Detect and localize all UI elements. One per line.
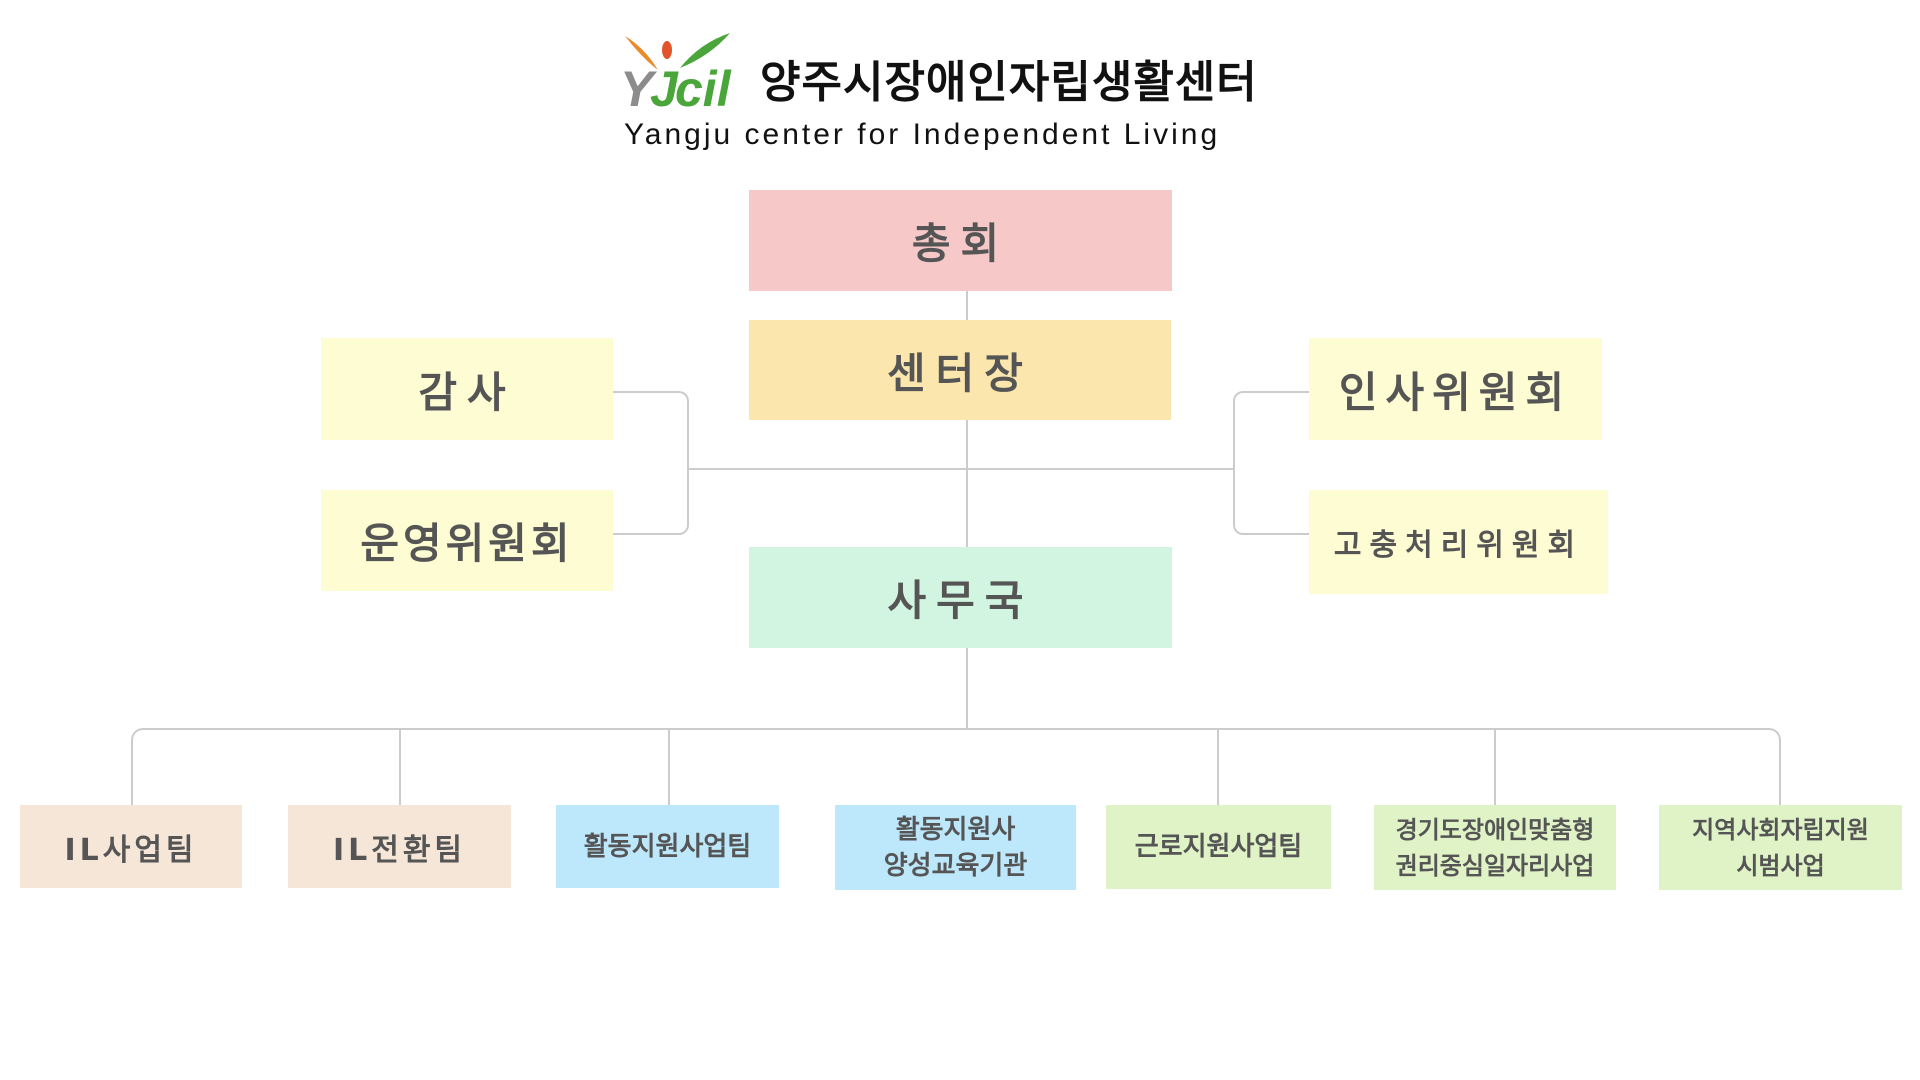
audit-box: 감사 — [321, 338, 613, 440]
team-box-activity-support: 활동지원사업팀 — [556, 805, 779, 888]
svg-text:cil: cil — [675, 61, 732, 117]
center-korean-name: 양주시장애인자립생활센터 — [760, 57, 1258, 108]
svg-text:Y: Y — [620, 61, 658, 117]
committee-connector — [689, 468, 1233, 470]
center-english-name: Yangju center for Independent Living — [624, 118, 1221, 151]
team-label-line2: 시범사업 — [1736, 851, 1825, 880]
personnel-committee-box: 인사위원회 — [1309, 338, 1602, 440]
ycil-logo-mark-icon: Y J cil — [620, 33, 732, 117]
team-box-il-business: IL사업팀 — [20, 805, 242, 888]
team-box-il-transition: IL전환팀 — [288, 805, 511, 888]
team-box-work-support: 근로지원사업팀 — [1106, 805, 1331, 889]
team-label: 근로지원사업팀 — [1134, 832, 1303, 862]
logo: Y J cil 양주시장애인자립생활센터 Yangju center for I… — [620, 28, 1340, 156]
steering-committee-box: 운영위원회 — [321, 490, 613, 591]
right-bracket — [1233, 391, 1309, 535]
team-label-line1: 활동지원사 — [895, 814, 1016, 845]
director-box: 센터장 — [749, 320, 1171, 420]
svg-text:J: J — [650, 61, 679, 117]
team-drop — [399, 729, 401, 805]
team-label-line2: 권리중심일자리사업 — [1395, 851, 1595, 880]
left-bracket — [613, 391, 689, 535]
secretariat-box: 사무국 — [749, 547, 1172, 648]
team-connector — [131, 728, 1781, 810]
general-assembly-box: 총회 — [749, 190, 1172, 291]
team-label: IL전환팀 — [332, 832, 467, 868]
team-label-line2: 양성교육기관 — [883, 850, 1028, 881]
team-label-line1: 지역사회자립지원 — [1692, 815, 1869, 844]
team-drop — [1217, 729, 1219, 805]
central-connector — [966, 291, 968, 729]
team-label: 활동지원사업팀 — [583, 831, 752, 862]
team-label: IL사업팀 — [64, 832, 198, 868]
team-drop — [668, 729, 670, 805]
grievance-committee-box: 고충처리위원회 — [1309, 490, 1608, 594]
team-label-line1: 경기도장애인맞춤형 — [1395, 815, 1595, 844]
team-drop — [1494, 729, 1496, 805]
